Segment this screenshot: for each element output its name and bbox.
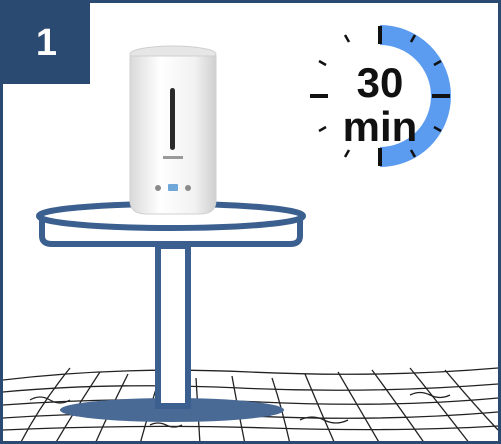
humidifier-icon xyxy=(130,46,216,214)
timer-unit: min xyxy=(320,106,440,148)
step-number-badge: 1 xyxy=(3,3,90,84)
timer-value: 30 xyxy=(320,62,440,104)
